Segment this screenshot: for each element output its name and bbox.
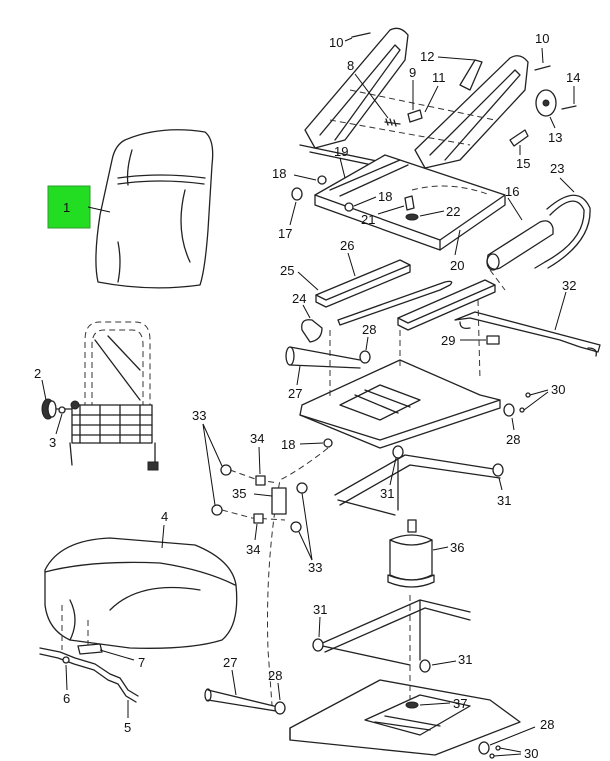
base-plate xyxy=(289,679,521,756)
rail-fastener xyxy=(62,656,70,664)
pivot-pin xyxy=(404,195,415,211)
callout-17: 17 xyxy=(278,226,292,241)
callout-18a: 18 xyxy=(272,166,286,181)
callout-33b: 33 xyxy=(308,560,322,575)
callout-5: 5 xyxy=(124,720,131,735)
knob-washer xyxy=(58,406,66,414)
callout-12: 12 xyxy=(420,49,434,64)
cushion-rail xyxy=(39,647,139,697)
callout-32: 32 xyxy=(562,278,576,293)
release-handle xyxy=(301,319,323,343)
callout-34a: 34 xyxy=(250,431,264,446)
callout-19: 19 xyxy=(334,144,348,159)
callout-2: 2 xyxy=(34,366,41,381)
callout-30b: 30 xyxy=(524,746,538,761)
seat-cushion xyxy=(44,537,238,649)
bushing-sleeve xyxy=(271,487,287,515)
suspension-top-pan xyxy=(299,299,501,449)
callout-30a: 30 xyxy=(551,382,565,397)
callout-1: 1 xyxy=(63,200,70,215)
callout-34b: 34 xyxy=(246,542,260,557)
callout-23: 23 xyxy=(550,161,564,176)
callout-31c: 31 xyxy=(313,602,327,617)
callout-20: 20 xyxy=(450,258,464,273)
callout-14: 14 xyxy=(566,70,580,85)
callout-11: 11 xyxy=(432,70,446,85)
callout-15: 15 xyxy=(516,156,530,171)
roller xyxy=(291,187,303,201)
release-bar xyxy=(337,280,453,326)
seat-back-frame xyxy=(69,321,159,471)
callout-10a: 10 xyxy=(329,35,343,50)
callout-13: 13 xyxy=(548,130,562,145)
damper-cylinder xyxy=(486,220,554,271)
latch-plate xyxy=(407,109,423,123)
seat-back-cushion xyxy=(95,129,214,289)
rail-stop xyxy=(486,335,500,345)
callout-18b: 18 xyxy=(378,189,392,204)
callout-26: 26 xyxy=(340,238,354,253)
callout-6: 6 xyxy=(63,691,70,706)
callout-27a: 27 xyxy=(288,386,302,401)
cushion-bracket xyxy=(77,643,103,655)
callout-29: 29 xyxy=(441,333,455,348)
air-spring xyxy=(387,519,435,588)
pivot-washer xyxy=(405,213,419,221)
callout-1-highlight xyxy=(47,185,91,229)
callout-28a: 28 xyxy=(362,322,376,337)
frame-clip xyxy=(509,129,529,147)
callout-28c: 28 xyxy=(268,668,282,683)
callout-16: 16 xyxy=(505,184,519,199)
callout-28b: 28 xyxy=(506,432,520,447)
callout-37: 37 xyxy=(453,696,467,711)
callout-33a: 33 xyxy=(192,408,206,423)
callout-35: 35 xyxy=(232,486,246,501)
callout-36: 36 xyxy=(450,540,464,555)
callout-18c: 18 xyxy=(281,437,295,452)
mount-rail xyxy=(454,311,601,357)
callout-31a: 31 xyxy=(380,486,394,501)
callout-24: 24 xyxy=(292,291,306,306)
frame-bracket xyxy=(459,59,483,91)
recline-knob xyxy=(41,398,73,420)
callout-27b: 27 xyxy=(223,655,237,670)
callout-4: 4 xyxy=(161,509,168,524)
callout-21: 21 xyxy=(361,212,375,227)
return-spring xyxy=(384,118,401,127)
air-spring-mount xyxy=(405,701,419,709)
slide-rail-left xyxy=(315,259,411,308)
upper-scissor-link xyxy=(334,445,504,516)
lower-scissor-link xyxy=(312,599,471,673)
callout-28d: 28 xyxy=(540,717,554,732)
pivot-bushing xyxy=(359,350,371,364)
callout-31d: 31 xyxy=(458,652,472,667)
torsion-rod-upper xyxy=(285,346,361,369)
callout-3: 3 xyxy=(49,435,56,450)
callout-31b: 31 xyxy=(497,493,511,508)
torsion-rod-lower xyxy=(204,688,283,713)
callout-10b: 10 xyxy=(535,31,549,46)
callout-25: 25 xyxy=(280,263,294,278)
callout-8: 8 xyxy=(347,58,354,73)
callout-7: 7 xyxy=(138,655,145,670)
slide-rail-right xyxy=(397,279,496,331)
air-hose xyxy=(534,200,585,269)
callout-22: 22 xyxy=(446,204,460,219)
callout-9: 9 xyxy=(409,65,416,80)
